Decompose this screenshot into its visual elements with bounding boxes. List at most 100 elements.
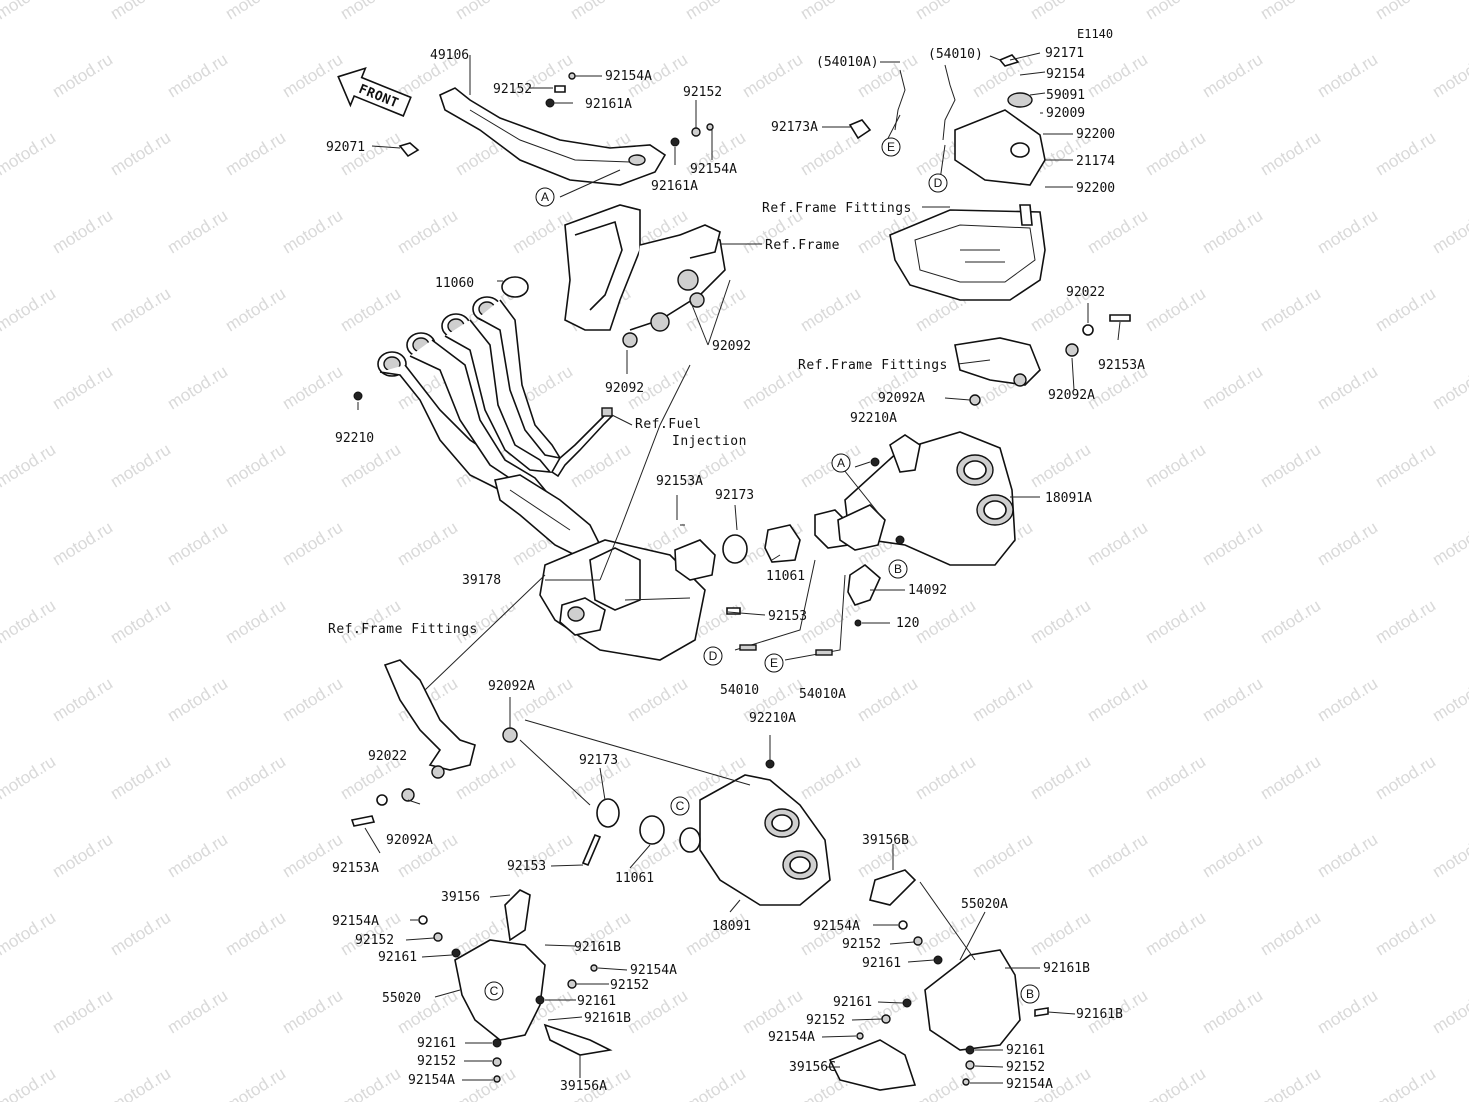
part-label: 92173 <box>715 488 754 503</box>
part-label: 39156 <box>441 890 480 905</box>
part-label: 21174 <box>1076 154 1115 169</box>
watermark: motod.ru <box>1257 1064 1324 1102</box>
part-label: 92092A <box>1048 388 1095 403</box>
part-label: 92154A <box>332 914 379 929</box>
watermark: motod.ru <box>0 596 59 648</box>
watermark: motod.ru <box>797 284 864 336</box>
watermark: motod.ru <box>1199 206 1266 258</box>
callout-circle <box>535 187 555 207</box>
watermark: motod.ru <box>279 206 346 258</box>
watermark: motod.ru <box>0 50 1 102</box>
part-label: 92161 <box>1006 1043 1045 1058</box>
watermark: motod.ru <box>107 440 174 492</box>
watermark: motod.ru <box>1199 518 1266 570</box>
watermark: motod.ru <box>624 674 691 726</box>
leader-lines <box>357 52 1121 1084</box>
watermark: motod.ru <box>279 674 346 726</box>
part-label: 92092 <box>712 339 751 354</box>
part-label: 92154 <box>1046 67 1085 82</box>
callout-e: E <box>764 653 784 673</box>
watermark: motod.ru <box>0 362 1 414</box>
part-label: 11060 <box>435 276 474 291</box>
part-label: 92161B <box>1076 1007 1123 1022</box>
part-label: 92173 <box>579 753 618 768</box>
watermark: motod.ru <box>1372 752 1439 804</box>
bracket-right <box>954 314 1131 406</box>
frame-bracket <box>564 204 726 348</box>
cover-55020A <box>828 869 1049 1091</box>
part-label: 92153 <box>768 609 807 624</box>
watermark: motod.ru <box>337 0 404 23</box>
watermark: motod.ru <box>0 518 1 570</box>
watermark: motod.ru <box>164 518 231 570</box>
part-label: 92173A <box>771 120 818 135</box>
part-label: 54010A <box>799 687 846 702</box>
watermark: motod.ru <box>222 284 289 336</box>
part-label: 92154A <box>768 1030 815 1045</box>
callout-letter: A <box>541 190 549 204</box>
watermark: motod.ru <box>797 0 864 23</box>
part-label: 39156C <box>789 1060 836 1075</box>
watermark: motod.ru <box>1372 908 1439 960</box>
part-label: 92022 <box>368 749 407 764</box>
callout-e: E <box>881 137 901 157</box>
watermark: motod.ru <box>49 674 116 726</box>
watermark: motod.ru <box>1372 440 1439 492</box>
watermark: motod.ru <box>1027 752 1094 804</box>
watermark: motod.ru <box>394 518 461 570</box>
ref-frame: Ref.Frame <box>765 238 840 253</box>
watermark: motod.ru <box>1372 0 1439 23</box>
watermark: motod.ru <box>1372 596 1439 648</box>
watermark: motod.ru <box>1142 908 1209 960</box>
watermark: motod.ru <box>797 752 864 804</box>
watermark: motod.ru <box>1314 986 1381 1038</box>
part-label: (54010A) <box>816 55 879 70</box>
part-label: 92152 <box>1006 1060 1045 1075</box>
watermark: motod.ru <box>912 0 979 23</box>
watermark: motod.ru <box>1314 518 1381 570</box>
watermark: motod.ru <box>1314 674 1381 726</box>
watermark: motod.ru <box>222 596 289 648</box>
watermark: motod.ru <box>222 1064 289 1102</box>
watermark: motod.ru <box>0 752 59 804</box>
watermark: motod.ru <box>567 0 634 23</box>
watermark: motod.ru <box>337 440 404 492</box>
watermark: motod.ru <box>1314 50 1381 102</box>
part-label: 92200 <box>1076 127 1115 142</box>
watermark: motod.ru <box>624 986 691 1038</box>
part-label: 18091A <box>1045 491 1092 506</box>
part-label: 92210A <box>850 411 897 426</box>
watermark: motod.ru <box>337 1064 404 1102</box>
watermark: motod.ru <box>854 674 921 726</box>
part-label: 92154A <box>605 69 652 84</box>
o2-sensor <box>550 407 614 478</box>
watermark: motod.ru <box>0 1064 59 1102</box>
part-label: 39156A <box>560 1079 607 1094</box>
callout-letter: B <box>1026 987 1034 1001</box>
callout-circle <box>703 646 723 666</box>
watermark: motod.ru <box>1257 596 1324 648</box>
part-label: 55020A <box>961 897 1008 912</box>
callout-c: C <box>484 981 504 1001</box>
watermark: motod.ru <box>107 908 174 960</box>
callout-circle <box>888 559 908 579</box>
watermark: motod.ru <box>1199 986 1266 1038</box>
part-label: 55020 <box>382 991 421 1006</box>
silencer-18091 <box>581 759 831 906</box>
watermark: motod.ru <box>0 674 1 726</box>
watermark: motod.ru <box>0 206 1 258</box>
ref-frame-fittings-left: Ref.Frame Fittings <box>328 622 478 637</box>
watermark: motod.ru <box>1084 206 1151 258</box>
watermark: motod.ru <box>1199 674 1266 726</box>
watermark: motod.ru <box>1429 986 1469 1038</box>
watermark: motod.ru <box>682 0 749 23</box>
watermark: motod.ru <box>222 440 289 492</box>
part-label: 92152 <box>355 933 394 948</box>
watermark: motod.ru <box>1257 128 1324 180</box>
watermark: motod.ru <box>107 752 174 804</box>
watermark: motod.ru <box>107 1064 174 1102</box>
watermark: motod.ru <box>0 128 59 180</box>
part-label: 92161B <box>574 940 621 955</box>
relay-21174 <box>848 54 1046 186</box>
